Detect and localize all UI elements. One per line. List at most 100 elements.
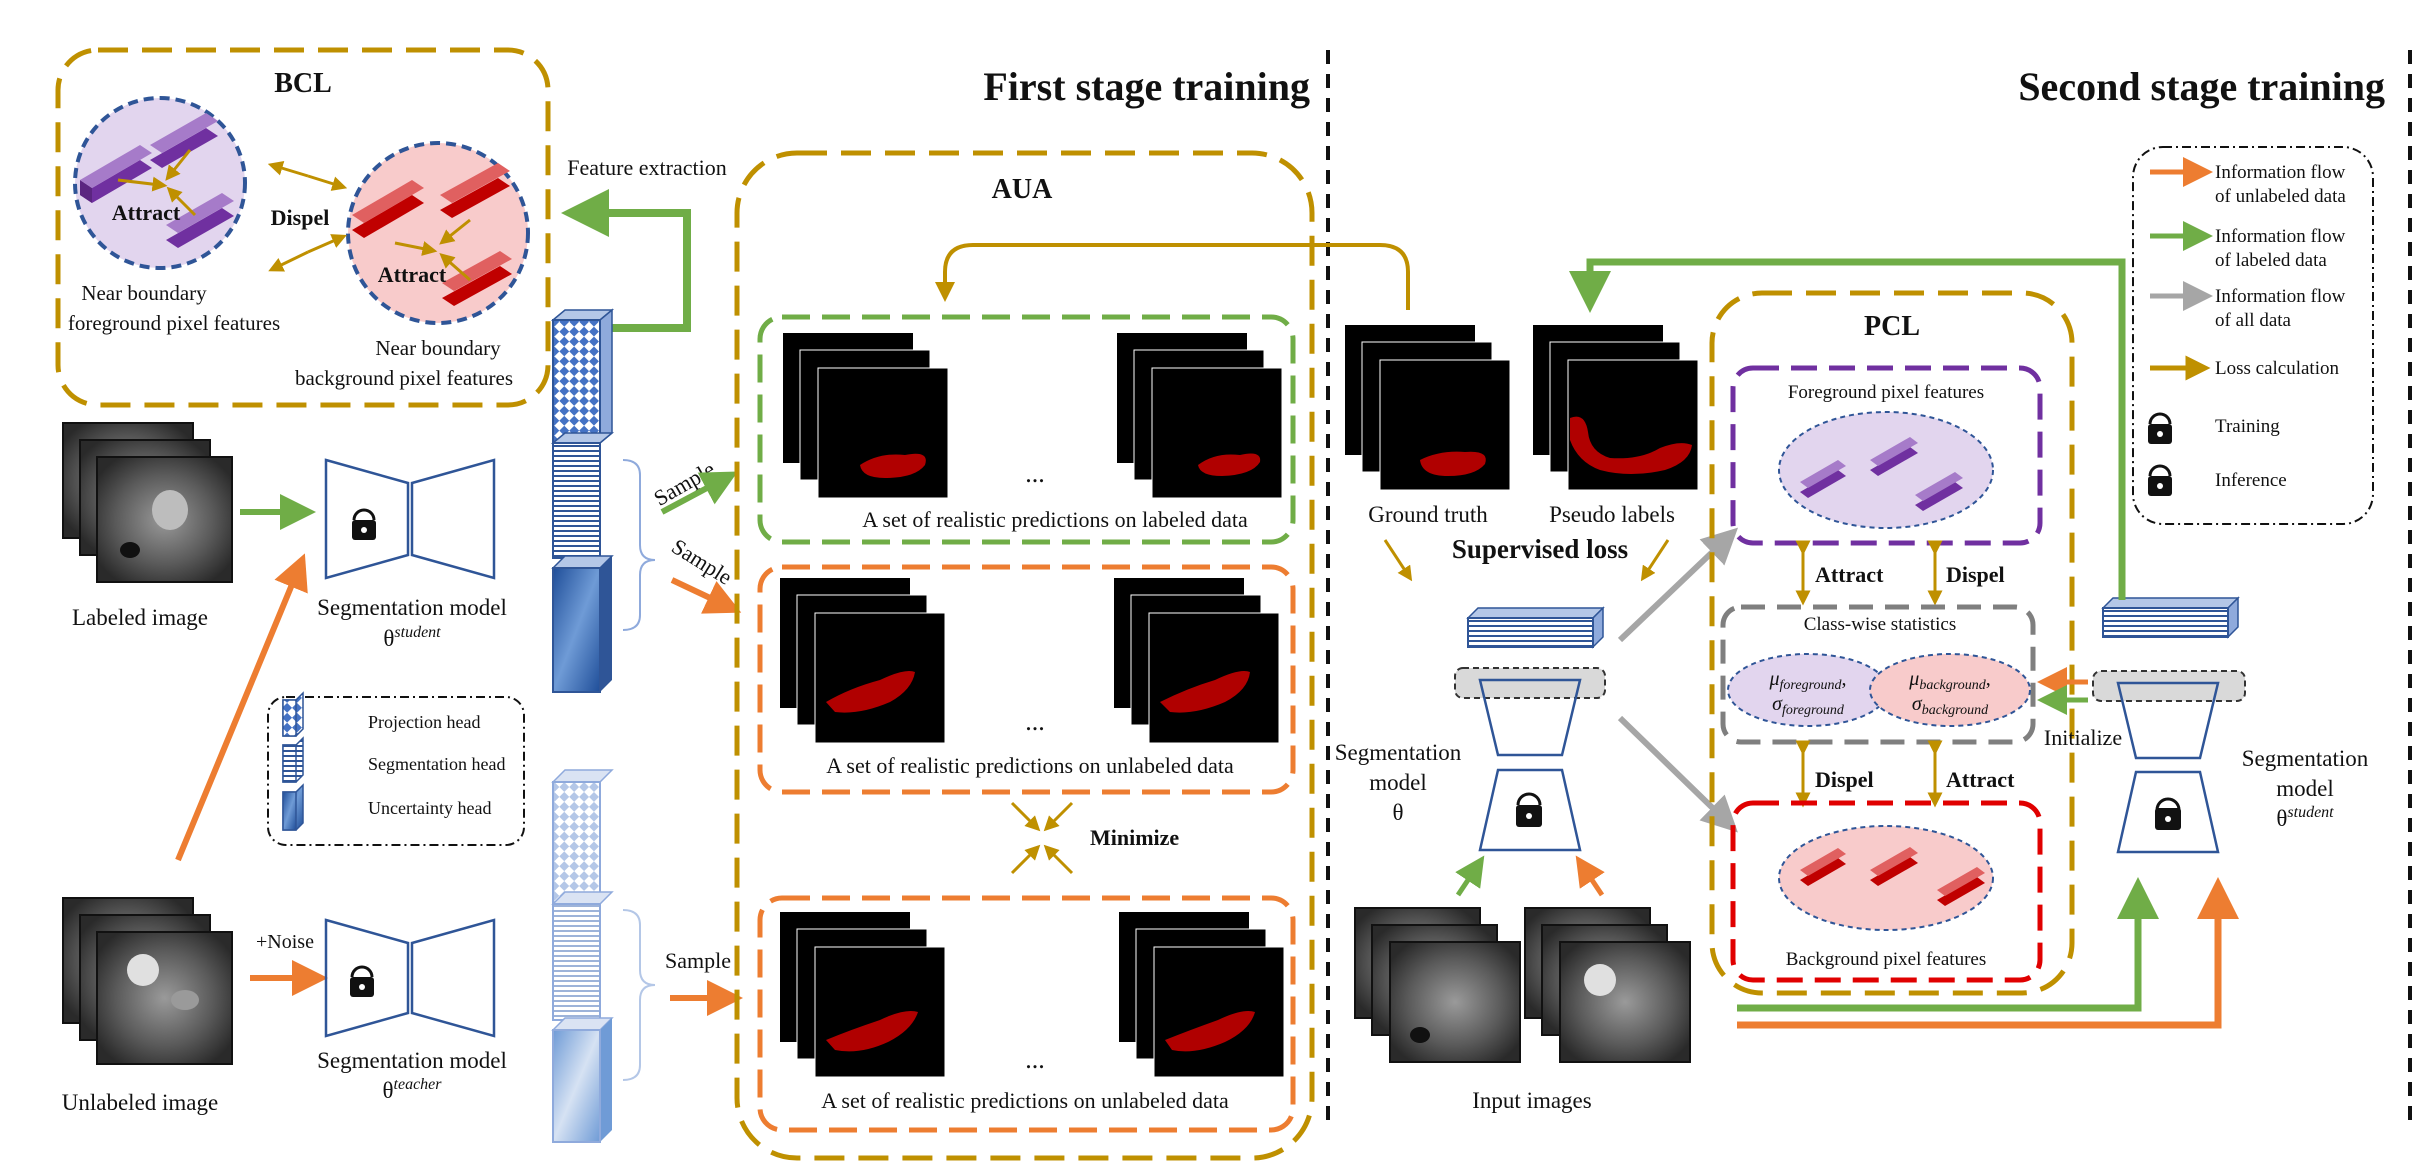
- initialize-label: Initialize: [2044, 725, 2122, 750]
- sigma-background: σbackground: [1912, 693, 1989, 718]
- ground-truth-label: Ground truth: [1368, 502, 1488, 527]
- teacher-uncertainty-output: [551, 1017, 614, 1143]
- input-labeled-arrow: [1455, 855, 1485, 897]
- teacher-brace: [622, 909, 656, 1081]
- input-images-label: Input images: [1472, 1088, 1591, 1113]
- aua-unlabeled-group-box-1: [757, 564, 1296, 795]
- aua-box: [734, 150, 1315, 1161]
- legend-label-2-line2: of all data: [2215, 310, 2292, 331]
- bg-features-box: [1730, 800, 2043, 983]
- middle-model-label-line2: model: [1369, 770, 1427, 795]
- bcl-attract-right-label: Attract: [378, 262, 447, 287]
- middle-model-icon: [1478, 678, 1582, 852]
- bcl-attract-arrows: [117, 149, 471, 282]
- heads-legend-box: [267, 696, 525, 846]
- feature-extraction-arrow: [561, 189, 691, 332]
- right-theta: θstudent: [2276, 804, 2334, 831]
- aua-labeled-caption: A set of realistic predictions on labele…: [862, 507, 1248, 532]
- first-stage-title: First stage training: [983, 64, 1310, 109]
- minimize-label: Minimize: [1090, 825, 1179, 850]
- uncertainty-head-label: Uncertainty head: [368, 798, 491, 818]
- middle-head-box: [1454, 667, 1606, 699]
- legend-label-1-line1: Information flow: [2215, 226, 2346, 247]
- fg-features-prisms: [1800, 437, 1963, 511]
- bg-stats-ellipse: [1869, 653, 2031, 727]
- bg-features-prisms: [1800, 847, 1985, 906]
- pcl-title: PCL: [1864, 311, 1920, 342]
- bcl-box: [55, 47, 551, 408]
- middle-model-label-line1: Segmentation: [1335, 740, 1462, 765]
- aua-labeled-ellipsis: ...: [1025, 459, 1045, 488]
- segmentation-head-icon: [282, 736, 304, 783]
- sigma-foreground: σforeground: [1772, 693, 1845, 718]
- legend-label-3-line1: Loss calculation: [2215, 358, 2339, 379]
- student-uncertainty-output: [551, 555, 614, 693]
- sample-labeled-arrow: [660, 471, 738, 515]
- supervised-loss-label: Supervised loss: [1452, 534, 1628, 564]
- aua-title: AUA: [992, 174, 1053, 205]
- aua-unlabeled1-stack-right: [1114, 578, 1280, 744]
- labeled-image-stack: [62, 422, 233, 583]
- pcl-box: [1709, 290, 2075, 996]
- unlabeled-image-stack: [62, 897, 233, 1065]
- student-segmentation-output: [550, 432, 615, 559]
- ground-truth-stack: [1345, 325, 1511, 491]
- segmentation-head-label: Segmentation head: [368, 754, 505, 774]
- gray-to-fg-arrow: [1617, 527, 1739, 643]
- noise-label: +Noise: [256, 931, 314, 953]
- student-projection-output: [550, 308, 615, 445]
- input-unlabeled-arrow: [1575, 855, 1605, 897]
- aua-unlabeled2-ellipsis: ...: [1025, 1045, 1045, 1074]
- gt-to-aua-arrow: [935, 243, 1410, 310]
- legend-label-0-line1: Information flow: [2215, 162, 2346, 183]
- labeled-feedback-arrow: [1569, 258, 2126, 600]
- bcl-title: BCL: [274, 68, 332, 99]
- student-model-icon: [324, 458, 496, 580]
- background-feature-prisms: [352, 163, 512, 306]
- bcl-attract-left-label: Attract: [112, 200, 181, 225]
- attract-top-label: Attract: [1815, 562, 1884, 587]
- pseudo-loss-arrow: [1640, 539, 1670, 582]
- teacher-model-label: Segmentation model: [317, 1048, 507, 1073]
- aua-unlabeled1-stack-left: [780, 578, 946, 744]
- fg-features-label: Foreground pixel features: [1788, 382, 1984, 403]
- labeled-bottom-flow: [1737, 877, 2159, 1012]
- aua-unlabeled2-stack-right: [1119, 912, 1285, 1078]
- bcl-bg-caption-line1: Near boundary: [375, 336, 501, 360]
- minimize-arrows: [1010, 801, 1074, 875]
- teacher-segmentation-output: [551, 891, 614, 1021]
- student-theta: θstudent: [383, 624, 441, 651]
- right-feature-output: [2101, 596, 2240, 639]
- aua-labeled-stack-left: [783, 333, 949, 499]
- pseudo-labels-label: Pseudo labels: [1549, 502, 1675, 527]
- student-model-label: Segmentation model: [317, 595, 507, 620]
- second-stage-title: Second stage training: [2018, 64, 2385, 109]
- foreground-feature-prisms: [80, 113, 234, 248]
- middle-unlock-icon: [1516, 792, 1542, 827]
- middle-feature-output: [1466, 606, 1605, 649]
- aua-labeled-stack-right: [1117, 333, 1283, 499]
- dispel-top-label: Dispel: [1946, 562, 2005, 587]
- legend-inference-label: Inference: [2215, 470, 2287, 491]
- sample-unlabeled-arrow: [670, 577, 742, 614]
- legend-label-0-line2: of unlabeled data: [2215, 186, 2346, 207]
- teacher-theta: θteacher: [382, 1076, 442, 1103]
- projection-head-label: Projection head: [368, 712, 480, 732]
- gt-loss-arrow: [1383, 539, 1413, 582]
- aua-labeled-group-box: [757, 314, 1296, 545]
- gray-to-bg-arrow: [1617, 715, 1738, 833]
- pseudo-labels-stack: [1533, 325, 1699, 491]
- middle-theta: θ: [1392, 800, 1403, 825]
- input-images-unlabeled: [1524, 907, 1691, 1063]
- bcl-bg-caption-line2: background pixel features: [295, 366, 513, 390]
- teacher-model-icon: [324, 918, 496, 1038]
- right-model-icon: [2116, 681, 2220, 854]
- right-head-box: [2092, 670, 2246, 702]
- aua-unlabeled1-caption: A set of realistic predictions on unlabe…: [826, 753, 1234, 778]
- bcl-fg-caption-line1: Near boundary: [81, 281, 207, 305]
- unlabeled-to-student-arrow: [175, 553, 308, 862]
- legend-training-icon: [2148, 412, 2172, 444]
- input-images-labeled: [1354, 907, 1521, 1063]
- sample-label-3: Sample: [665, 948, 731, 973]
